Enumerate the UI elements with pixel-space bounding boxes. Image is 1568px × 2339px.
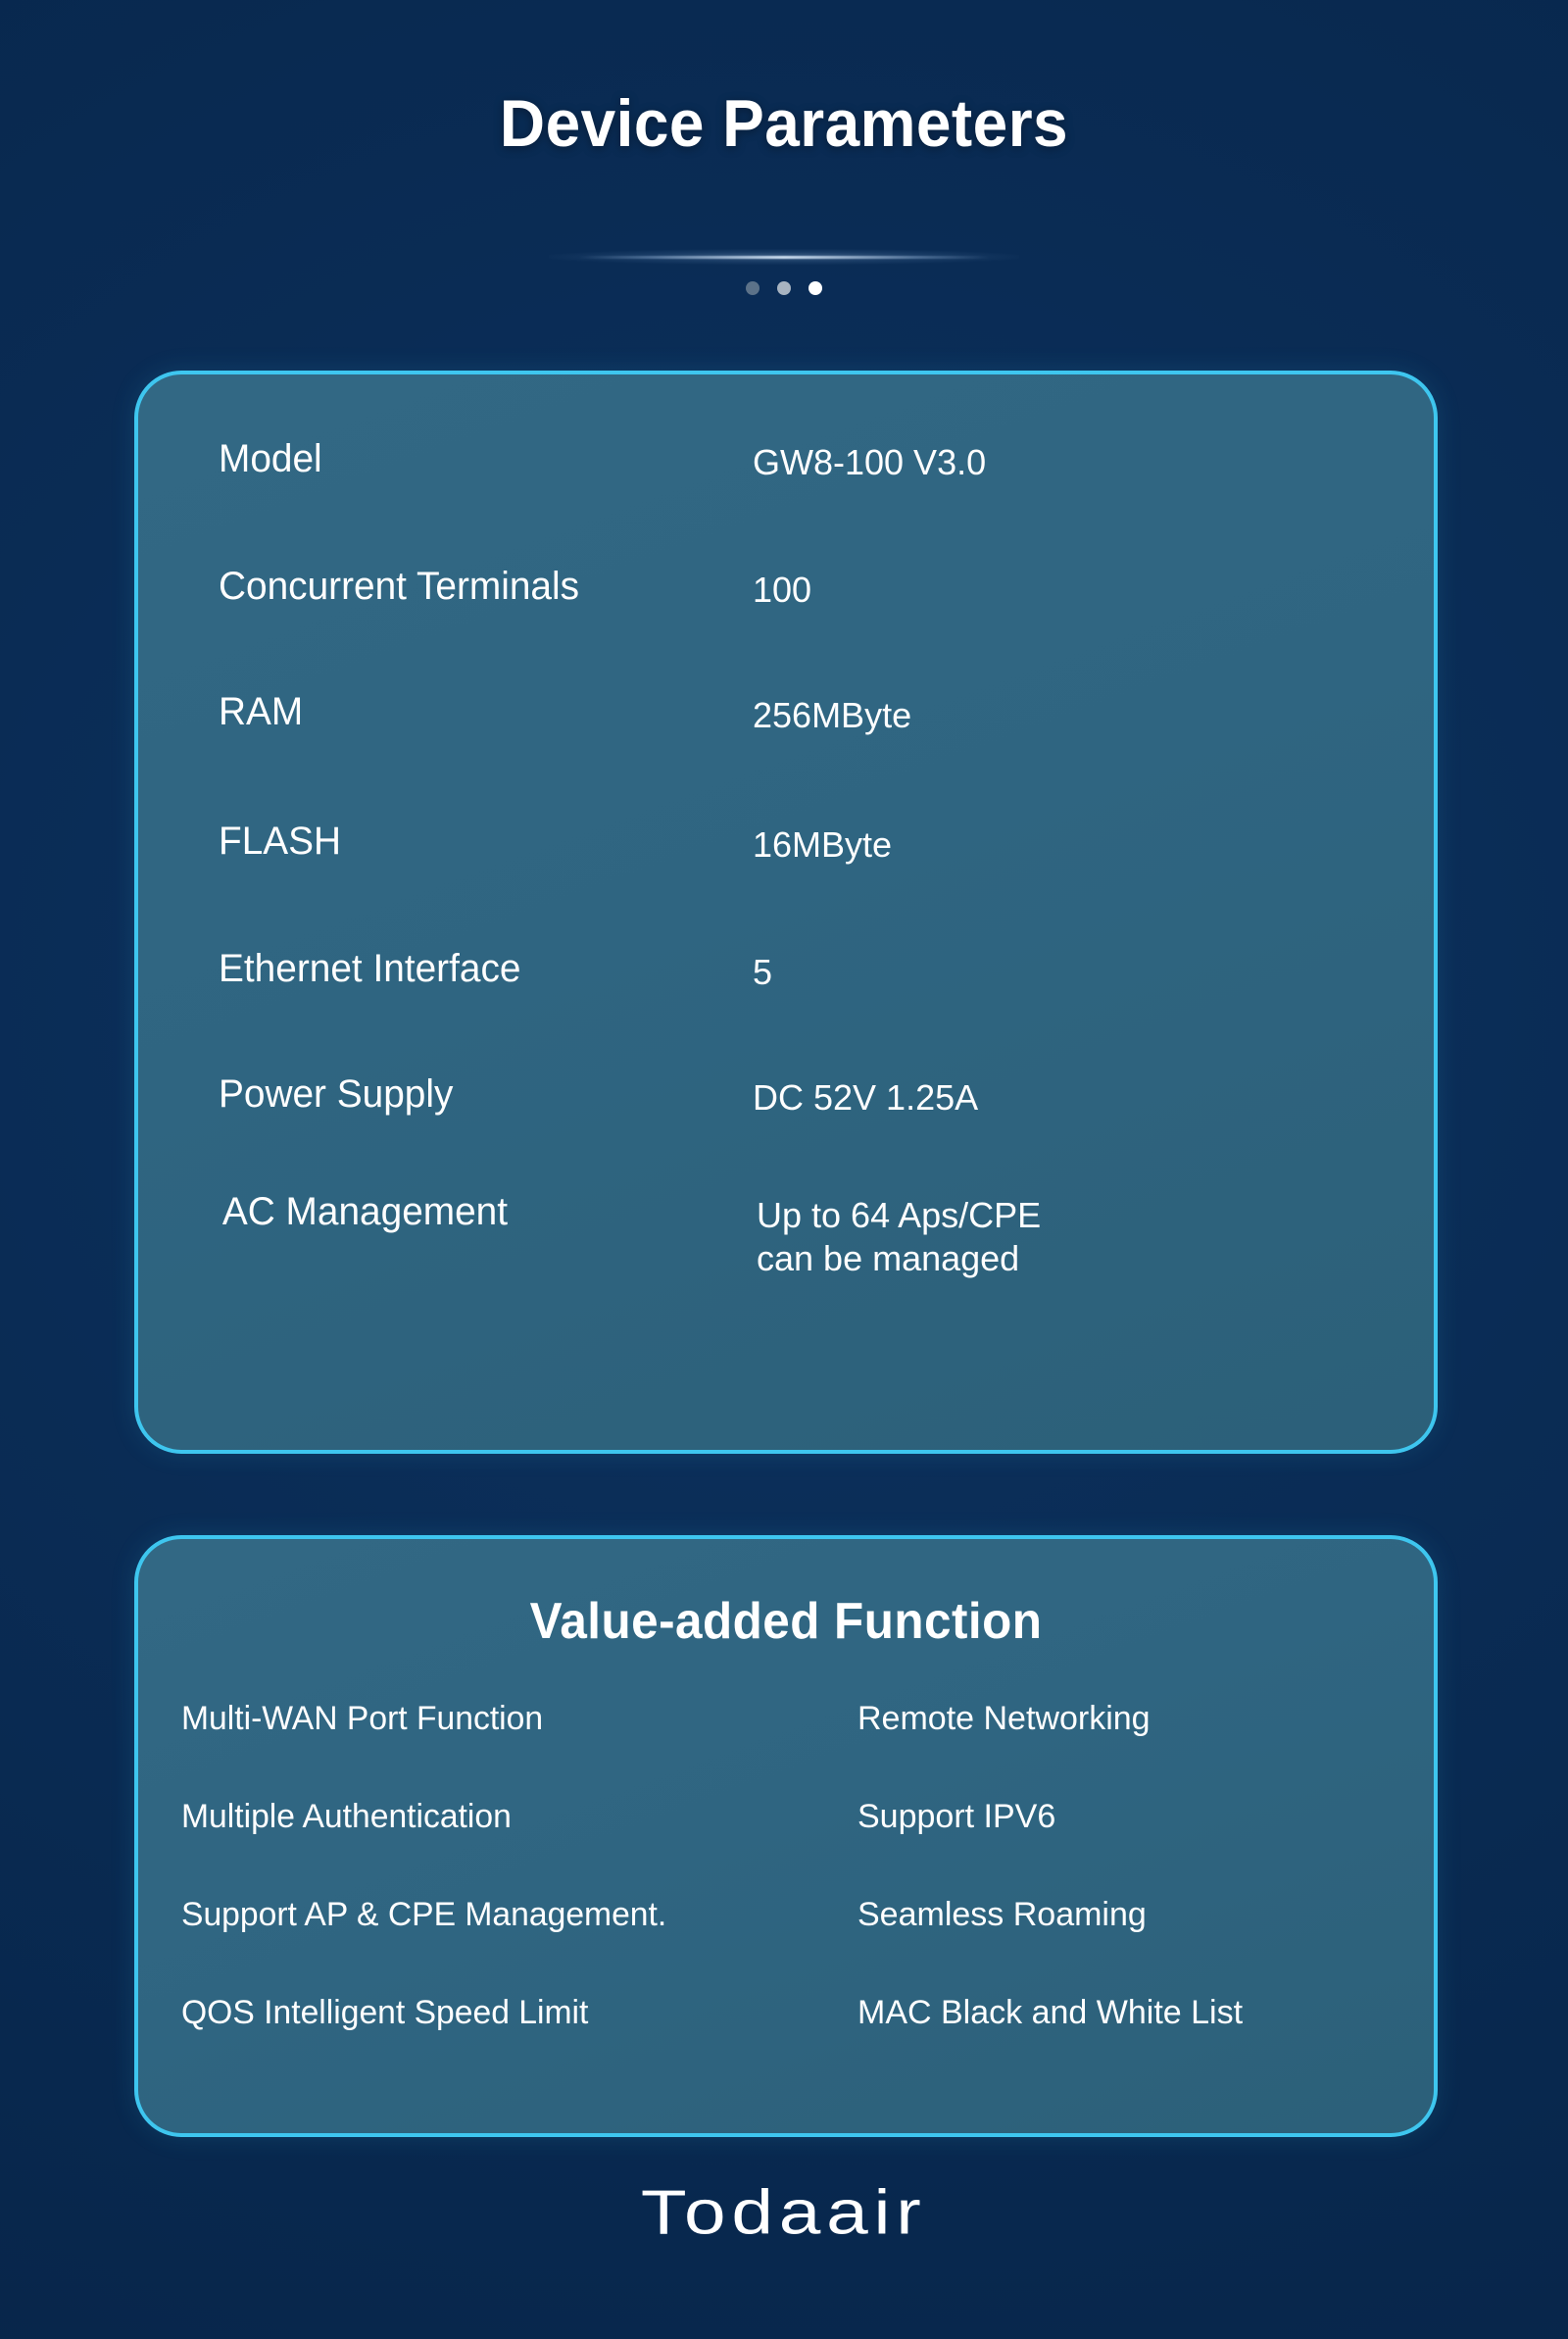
spec-label: AC Management: [221, 1190, 509, 1233]
spec-value: 256MByte: [753, 695, 912, 735]
spec-value: DC 52V 1.25A: [753, 1077, 979, 1118]
spec-value: 100: [753, 570, 812, 610]
header-divider: [0, 249, 1568, 265]
divider-line-icon: [578, 256, 990, 259]
spec-row-ram: RAM 256MByte: [138, 686, 1434, 816]
spec-row-flash: FLASH 16MByte: [138, 816, 1434, 943]
spec-value: 5: [753, 952, 773, 992]
todaair-logo: Todaair: [641, 2176, 927, 2247]
page-footer: Todaair: [0, 2174, 1568, 2249]
carousel-dots: [0, 281, 1568, 295]
feature-item: Support AP & CPE Management.: [181, 1896, 667, 1933]
spec-value: GW8-100 V3.0: [753, 442, 987, 482]
spec-row-ethernet-interface: Ethernet Interface 5: [138, 943, 1434, 1069]
spec-value: 16MByte: [753, 824, 893, 865]
feature-item: QOS Intelligent Speed Limit: [181, 1994, 589, 2031]
spec-value: Up to 64 Aps/CPE can be managed: [757, 1195, 1042, 1278]
feature-item: Multiple Authentication: [181, 1798, 512, 1835]
features-card-title: Value-added Function: [529, 1593, 1043, 1650]
feature-item: Seamless Roaming: [858, 1896, 1147, 1933]
spec-label: RAM: [219, 690, 304, 733]
spec-label: Ethernet Interface: [219, 947, 521, 990]
carousel-dot-1-icon[interactable]: [746, 281, 760, 295]
feature-item: MAC Black and White List: [858, 1994, 1244, 2031]
device-specs-list: Model GW8-100 V3.0 Concurrent Terminals …: [138, 433, 1434, 1304]
carousel-dot-2-icon[interactable]: [777, 281, 791, 295]
spec-row-power-supply: Power Supply DC 52V 1.25A: [138, 1069, 1434, 1186]
device-specs-card: Model GW8-100 V3.0 Concurrent Terminals …: [134, 371, 1438, 1454]
feature-item: Multi-WAN Port Function: [181, 1700, 544, 1737]
page-title: Device Parameters: [499, 86, 1069, 161]
spec-row-ac-management: AC Management Up to 64 Aps/CPE can be ma…: [138, 1186, 1434, 1304]
feature-item: Remote Networking: [858, 1700, 1151, 1737]
carousel-dot-3-icon[interactable]: [808, 281, 822, 295]
spec-label: Model: [219, 437, 322, 480]
spec-label: Power Supply: [219, 1072, 454, 1116]
spec-row-model: Model GW8-100 V3.0: [138, 433, 1434, 561]
value-added-function-card: Value-added Function Multi-WAN Port Func…: [134, 1535, 1438, 2137]
spec-label: FLASH: [219, 820, 342, 863]
feature-item: Support IPV6: [858, 1798, 1056, 1835]
page-header: Device Parameters: [0, 0, 1568, 323]
features-grid: Multi-WAN Port Function Remote Networkin…: [181, 1700, 1395, 2094]
spec-row-concurrent-terminals: Concurrent Terminals 100: [138, 561, 1434, 686]
spec-label: Concurrent Terminals: [219, 565, 580, 608]
